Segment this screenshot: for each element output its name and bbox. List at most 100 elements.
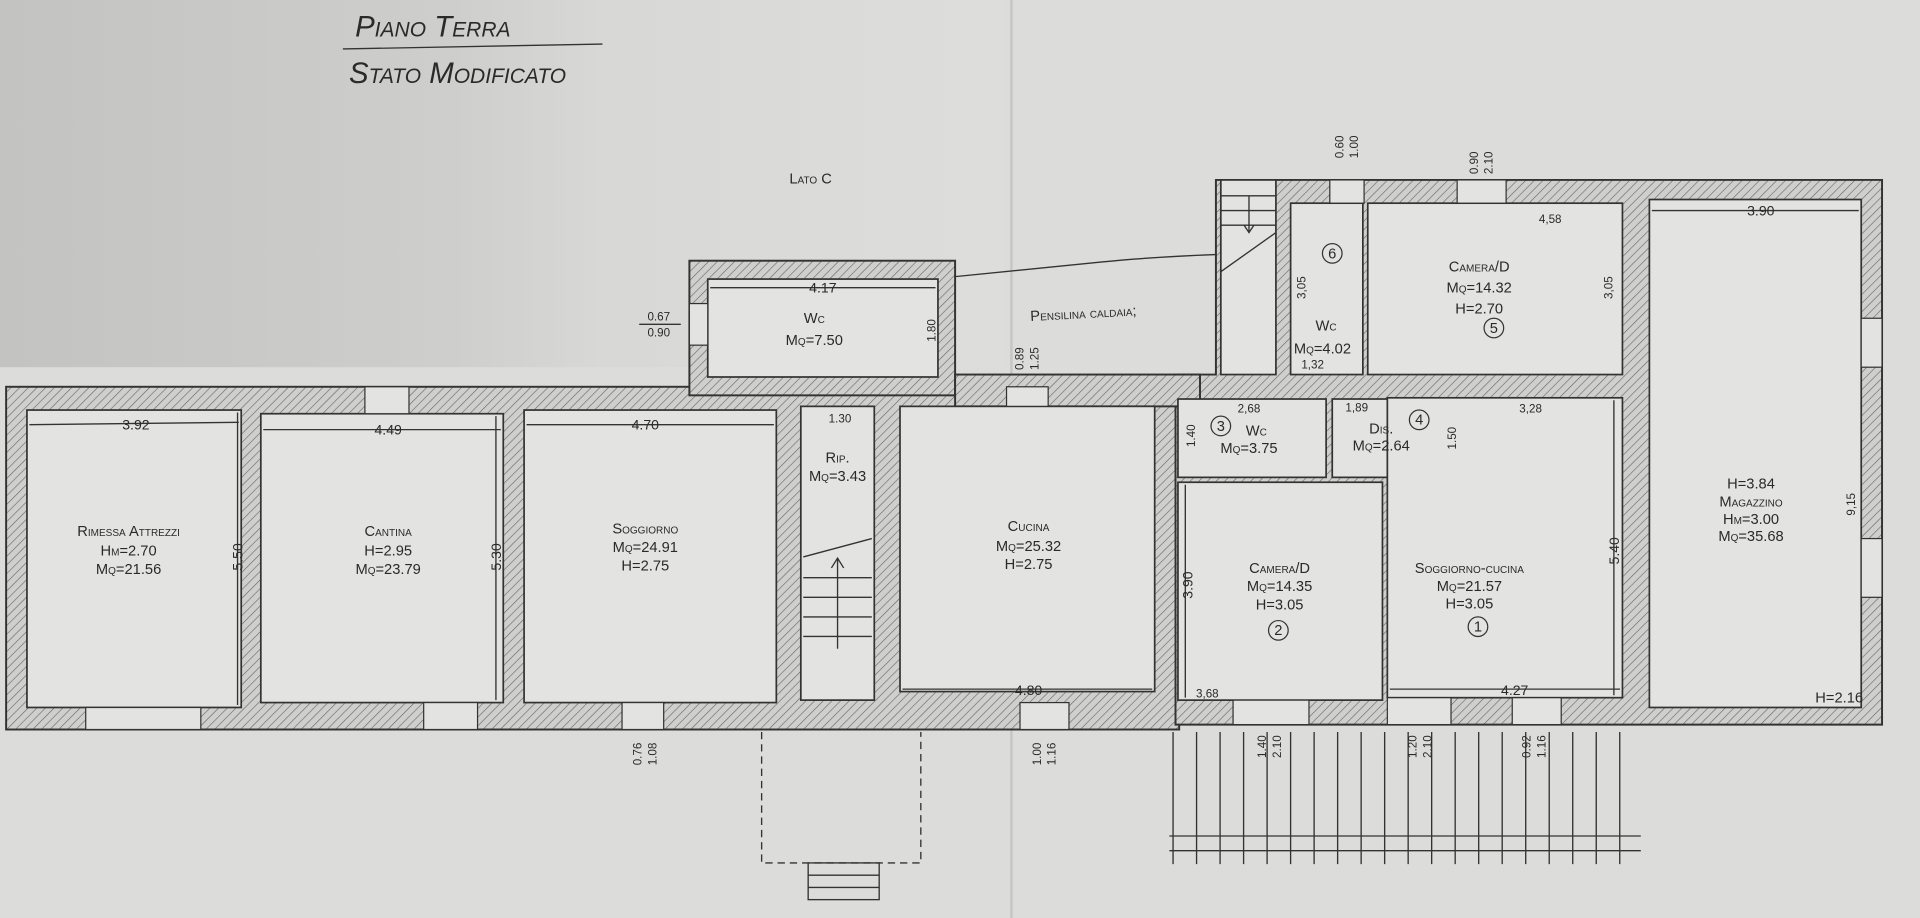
dimension-label: 1.80	[926, 319, 939, 342]
plan-title-floor: Piano Terra	[355, 11, 510, 44]
opening-height: 2.10	[1483, 151, 1496, 174]
room-number-circle	[1321, 242, 1343, 264]
opening-sill: 0.92	[1521, 735, 1534, 758]
room-label: H=2.95	[364, 544, 412, 560]
opening-sill: 0.60	[1333, 135, 1346, 158]
room-label: H=2.75	[621, 558, 669, 574]
opening-height: 1.16	[1535, 735, 1548, 758]
opening-sill: 0.67	[647, 311, 670, 324]
room-number-circle	[1483, 317, 1505, 339]
pensilina-outline	[955, 253, 1216, 278]
dimension-label: 1.40	[1185, 424, 1198, 447]
dimension-label: 1.50	[1446, 426, 1459, 449]
dimension-label: 3.90	[1180, 571, 1196, 599]
room-label: Wc	[1246, 424, 1267, 440]
room-label: Mq=25.32	[996, 539, 1061, 555]
room-label: Camera/D	[1449, 260, 1510, 276]
dimension-label: 5.40	[1606, 537, 1622, 565]
dimension-label: 4,58	[1539, 213, 1562, 226]
dimension-label: 1.30	[829, 412, 852, 425]
stair-right-steps	[1220, 195, 1277, 273]
room-label: Wc	[1316, 318, 1337, 334]
room-label: Mq=7.50	[786, 333, 843, 349]
room-number-circle	[1210, 415, 1232, 437]
room-number: 1	[1474, 620, 1482, 636]
dimension-label: 1,89	[1345, 401, 1368, 414]
room-label: Hm=3.00	[1723, 512, 1779, 528]
dimension-lines	[29, 209, 1859, 706]
dimension-label: 4.70	[632, 417, 660, 433]
room-soggiorno-cucina	[1386, 396, 1624, 699]
dimension-label: 1,32	[1301, 358, 1324, 371]
dimension-label: 3,68	[1196, 688, 1219, 701]
room-number: 4	[1415, 413, 1423, 429]
room-number-circle	[1267, 619, 1289, 641]
room-label: Mq=21.56	[96, 562, 161, 578]
opening-height: 1.08	[646, 743, 659, 766]
wall-link	[954, 373, 1201, 408]
height-note: H=2.16	[1815, 691, 1863, 707]
room-label: Cucina	[1008, 519, 1050, 535]
room-labels: Rimessa Attrezzi Hm=2.70 Mq=21.56 Cantin…	[77, 242, 1863, 707]
room-label: Rip.	[825, 451, 849, 467]
opening-sill: 0.89	[1014, 347, 1027, 370]
room-label: Soggiorno	[612, 522, 678, 538]
dimension-label: 4.17	[809, 280, 837, 296]
room-label: Mq=23.79	[355, 562, 420, 578]
opening-height: 2.10	[1421, 735, 1434, 758]
room-label: Camera/D	[1249, 561, 1310, 577]
wall-openings	[85, 179, 1883, 731]
title-underline	[342, 43, 603, 50]
room-label: Mq=3.75	[1220, 441, 1277, 457]
room-label: Mq=4.02	[1294, 342, 1351, 358]
room-label: H=2.75	[1005, 557, 1053, 573]
opening-height: 0.90	[647, 327, 670, 340]
stair-left	[803, 537, 873, 649]
opening-height: 1.00	[1348, 135, 1361, 158]
dimension-label: 3.92	[122, 417, 150, 433]
opening-sill: 1.20	[1407, 735, 1420, 758]
porch	[760, 731, 922, 901]
room-label: Hm=2.70	[101, 544, 157, 560]
side-label: Lato C	[789, 172, 832, 188]
dimension-labels: 3.92 4.49 4.70 4.80 4.27 4.17 3.90 4,58 …	[122, 202, 1858, 700]
opening-height: 1.16	[1046, 743, 1059, 766]
dimension-label: 5.30	[488, 543, 504, 571]
room-label: Dis.	[1369, 421, 1393, 437]
room-label: H=2.70	[1455, 301, 1503, 317]
dimension-label: 9,15	[1845, 493, 1858, 516]
room-number: 6	[1328, 246, 1336, 262]
dimension-label: 3,05	[1603, 276, 1616, 299]
pergola	[1169, 731, 1641, 865]
room-label: Magazzino	[1719, 495, 1783, 511]
dimension-label: 3,28	[1519, 402, 1542, 415]
room-label: Mq=35.68	[1718, 529, 1783, 545]
dimension-label: 4.80	[1015, 682, 1043, 698]
opening-sill: 1.00	[1031, 742, 1044, 765]
dimension-label: 4.49	[374, 422, 402, 438]
room-number: 3	[1217, 419, 1225, 435]
dimension-label: 5.50	[229, 543, 245, 571]
room-number-circle	[1408, 409, 1430, 431]
room-label: Soggiorno-cucina	[1415, 561, 1524, 577]
room-wc-annex	[706, 278, 939, 378]
room-label: Cantina	[365, 524, 413, 540]
room-label: Mq=14.35	[1247, 579, 1312, 595]
room-wc-3	[1177, 398, 1327, 479]
room-number: 5	[1490, 321, 1498, 337]
room-label: Mq=24.91	[613, 540, 678, 556]
room-label: Mq=14.32	[1446, 281, 1511, 297]
room-soggiorno	[523, 409, 778, 704]
dimension-label: 4.27	[1501, 682, 1529, 698]
room-label: H=3.05	[1445, 596, 1493, 612]
room-wc-6	[1289, 202, 1364, 376]
opening-height: 1.25	[1028, 347, 1041, 370]
room-cantina	[259, 412, 505, 704]
opening-height: 2.10	[1271, 735, 1284, 758]
dimension-label: 3.90	[1747, 202, 1775, 218]
room-number-circle	[1467, 616, 1489, 638]
pensilina-label: Pensilina caldaia;	[1030, 303, 1137, 325]
plan-title-state: Stato Modificato	[349, 57, 566, 90]
opening-sill: 1.40	[1256, 735, 1269, 758]
